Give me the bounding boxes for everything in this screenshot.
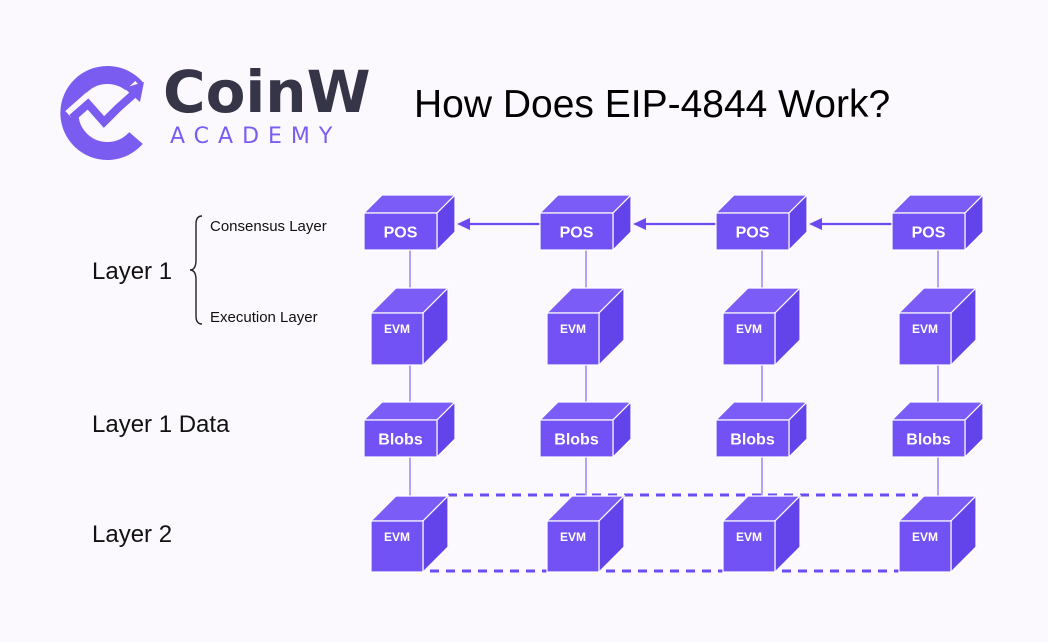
block-front — [370, 312, 424, 366]
block-front — [546, 312, 600, 366]
brace-icon — [189, 215, 203, 325]
connectors — [409, 250, 939, 496]
brand-subtitle: ACADEMY — [170, 124, 342, 149]
block-label: EVM — [384, 322, 410, 336]
block-front — [370, 520, 424, 573]
pos-block: POS — [362, 193, 457, 252]
arrowhead-icon — [633, 218, 646, 230]
blobs-block: Blobs — [890, 400, 985, 459]
block-label: POS — [912, 225, 946, 242]
block-front — [722, 520, 776, 573]
block-front — [891, 212, 966, 251]
execution-layer-label: Execution Layer — [210, 309, 318, 326]
block-label: EVM — [560, 530, 586, 544]
evm-block: EVM — [369, 286, 450, 367]
block-front — [898, 520, 952, 573]
l2-evm-block: EVM — [721, 494, 802, 574]
pos-block: POS — [714, 193, 809, 252]
evm-block: EVM — [545, 286, 626, 367]
blobs-block: Blobs — [362, 400, 457, 459]
l2-evm-block: EVM — [369, 494, 450, 574]
block-front — [546, 520, 600, 573]
block-label: EVM — [912, 530, 938, 544]
block-label: Blobs — [378, 432, 423, 449]
coinw-logo-icon — [60, 66, 144, 160]
block-front — [891, 419, 966, 458]
row-label-layer1-data: Layer 1 Data — [92, 411, 230, 438]
block-front — [715, 419, 790, 458]
row-label-layer2: Layer 2 — [92, 521, 173, 548]
pos-block: POS — [890, 193, 985, 252]
block-front — [539, 419, 614, 458]
block-label: Blobs — [906, 432, 951, 449]
block-label: POS — [560, 225, 594, 242]
block-front — [898, 312, 952, 366]
block-front — [363, 212, 438, 251]
arrowhead-icon — [809, 218, 822, 230]
page-title: How Does EIP-4844 Work? — [414, 83, 891, 126]
evm-block: EVM — [721, 286, 802, 367]
block-label: POS — [384, 225, 418, 242]
arrowhead-icon — [457, 218, 470, 230]
brand-name: CoinW — [163, 58, 371, 126]
block-label: EVM — [736, 530, 762, 544]
block-label: EVM — [912, 322, 938, 336]
l2-evm-block: EVM — [897, 494, 978, 574]
block-front — [539, 212, 614, 251]
pos-block: POS — [538, 193, 633, 252]
block-label: EVM — [560, 322, 586, 336]
block-label: Blobs — [554, 432, 599, 449]
evm-block: EVM — [897, 286, 978, 367]
block-label: EVM — [384, 530, 410, 544]
block-label: POS — [736, 225, 770, 242]
block-front — [722, 312, 776, 366]
block-front — [715, 212, 790, 251]
l2-evm-block: EVM — [545, 494, 626, 574]
block-label: EVM — [736, 322, 762, 336]
block-label: Blobs — [730, 432, 775, 449]
consensus-layer-label: Consensus Layer — [210, 218, 327, 235]
block-front — [363, 419, 438, 458]
blobs-block: Blobs — [714, 400, 809, 459]
blobs-block: Blobs — [538, 400, 633, 459]
row-label-layer1: Layer 1 — [92, 258, 173, 285]
